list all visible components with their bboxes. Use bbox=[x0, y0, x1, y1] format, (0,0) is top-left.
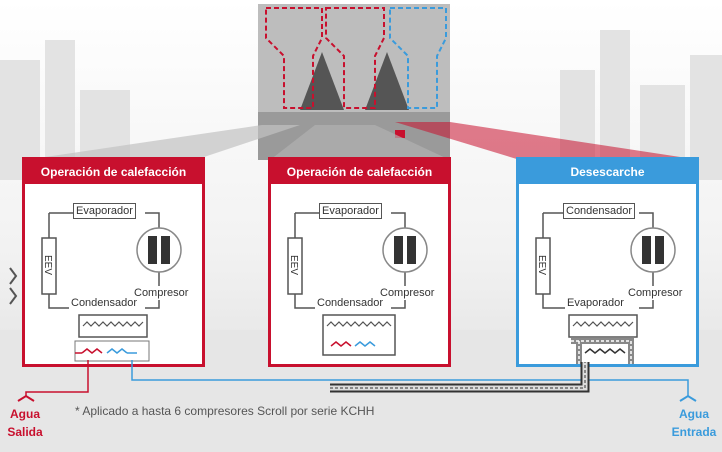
footnote: * Aplicado a hasta 6 compresores Scroll … bbox=[75, 404, 375, 418]
eev-valve bbox=[287, 237, 303, 295]
eev-valve bbox=[41, 237, 57, 295]
heating-panel-1: Operación de calefacción Evaporador EEV … bbox=[22, 157, 205, 367]
projection-wedge-3 bbox=[395, 122, 700, 160]
compressor-label: Compresor bbox=[132, 286, 191, 300]
compressor-label: Compresor bbox=[626, 286, 685, 300]
water-inlet-label: Agua Entrada bbox=[668, 405, 720, 441]
projection-wedge-2 bbox=[270, 125, 450, 160]
heating-panel-2: Operación de calefacción Evaporador EEV … bbox=[268, 157, 451, 367]
heat-exchanger bbox=[322, 314, 396, 356]
fan-section-1-outline bbox=[265, 7, 323, 109]
heat-exchanger bbox=[568, 314, 638, 338]
water-inlet-pipe bbox=[131, 360, 689, 396]
bottom-exchanger-label: Condensador bbox=[69, 296, 140, 310]
refrigerant-circuit bbox=[287, 212, 428, 356]
top-exchanger-label: Condensador bbox=[563, 203, 636, 219]
defrost-pipe bbox=[330, 362, 590, 393]
defrost-panel: Desescarche Condensador EEV Compresor Ev… bbox=[516, 157, 699, 367]
panel-title: Operación de calefacción bbox=[271, 160, 448, 184]
outdoor-unit bbox=[258, 4, 450, 160]
water-inlet-arrow bbox=[679, 394, 697, 402]
panel-title: Operación de calefacción bbox=[25, 160, 202, 184]
water-outlet-label: Agua Salida bbox=[4, 405, 46, 441]
top-exchanger-label: Evaporador bbox=[73, 203, 136, 219]
refrigerant-circuit bbox=[535, 212, 676, 364]
side-icon bbox=[9, 267, 18, 305]
panel-title: Desescarche bbox=[519, 160, 696, 184]
water-outlet-line1: Agua bbox=[10, 407, 40, 421]
compressor-label: Compresor bbox=[378, 286, 437, 300]
water-inlet-line1: Agua bbox=[679, 407, 709, 421]
fan-section-2-outline bbox=[325, 7, 385, 109]
water-outlet-arrow bbox=[17, 394, 35, 402]
fan-section-3-outline bbox=[389, 7, 447, 109]
top-exchanger-label: Evaporador bbox=[319, 203, 382, 219]
eev-valve bbox=[535, 237, 551, 295]
bottom-exchanger-label: Condensador bbox=[315, 296, 386, 310]
bottom-exchanger-label: Evaporador bbox=[565, 296, 626, 310]
refrigerant-circuit bbox=[41, 212, 182, 362]
projection-wedge-1 bbox=[25, 125, 300, 160]
water-outlet-line2: Salida bbox=[7, 425, 43, 439]
heat-exchanger bbox=[78, 314, 148, 338]
water-outlet-pipe bbox=[25, 360, 89, 396]
water-inlet-line2: Entrada bbox=[671, 425, 717, 439]
